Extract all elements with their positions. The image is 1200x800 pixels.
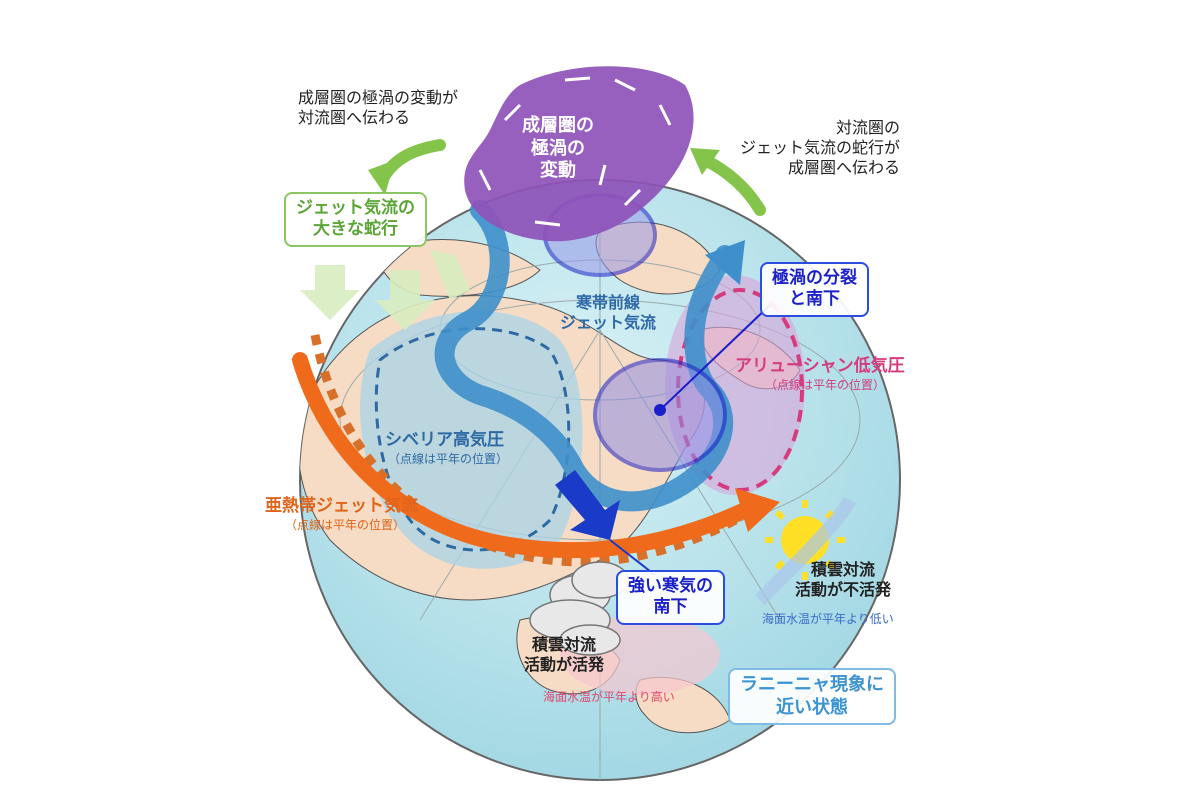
green-arrow-up-head	[690, 148, 720, 175]
subtropical-jet-arrowhead	[735, 488, 780, 532]
label-convection-inactive: 積雲対流 活動が不活発	[795, 560, 892, 599]
label-siberian-note: （点線は平年の位置）	[388, 452, 509, 466]
meander-arrow-mid	[375, 270, 435, 330]
label-aleutian-low: アリューシャン低気圧	[735, 356, 905, 376]
cumulus-cloud-icon	[529, 561, 629, 656]
label-strat-to-trop: 成層圏の極渦の変動が 対流圏へ伝わる	[298, 88, 459, 127]
label-subtropical-note: （点線は平年の位置）	[285, 518, 406, 532]
box-la-nina: ラニーニャ現象に 近い状態	[728, 668, 896, 725]
label-polar-front-jet: 寒帯前線 ジェット気流	[560, 293, 657, 332]
label-subtropical-jet: 亜熱帯ジェット気流	[265, 496, 418, 516]
polar-jet-arrow	[434, 200, 735, 512]
polar-jet-arrowhead	[705, 240, 745, 285]
label-siberian-high: シベリア高気圧	[385, 430, 504, 450]
subtropical-jet-normal-dotted	[310, 334, 773, 567]
green-arrow-down-head	[368, 160, 395, 195]
cool-sst-tail	[755, 496, 857, 605]
label-aleutian-note: （点線は平年の位置）	[765, 378, 886, 392]
stratospheric-vortex-blob	[464, 66, 694, 242]
box-cold-air-south: 強い寒気の 南下	[616, 570, 725, 625]
meander-arrow-right	[430, 250, 470, 300]
cold-air-callout-line	[609, 539, 656, 576]
box-jet-meander: ジェット気流の 大きな蛇行	[284, 192, 427, 247]
subtropical-jet-arrow	[292, 352, 753, 559]
green-arrow-down	[379, 139, 446, 181]
label-polar-vortex-change: 成層圏の 極渦の 変動	[522, 115, 594, 181]
label-sst-low: 海面水温が平年より低い	[762, 612, 894, 626]
sun-icon	[765, 500, 845, 580]
label-trop-to-strat: 対流圏の ジェット気流の蛇行が 成層圏へ伝わる	[740, 118, 901, 177]
label-convection-active: 積雲対流 活動が活発	[524, 635, 605, 674]
vortex-callout-line	[659, 304, 771, 411]
cold-air-arrow	[555, 470, 620, 540]
box-vortex-split: 極渦の分裂 と南下	[760, 262, 869, 317]
meander-arrow-left	[300, 265, 360, 320]
label-sst-high: 海面水温が平年より高い	[543, 690, 675, 704]
vortex-circulation-arrows	[478, 76, 672, 227]
